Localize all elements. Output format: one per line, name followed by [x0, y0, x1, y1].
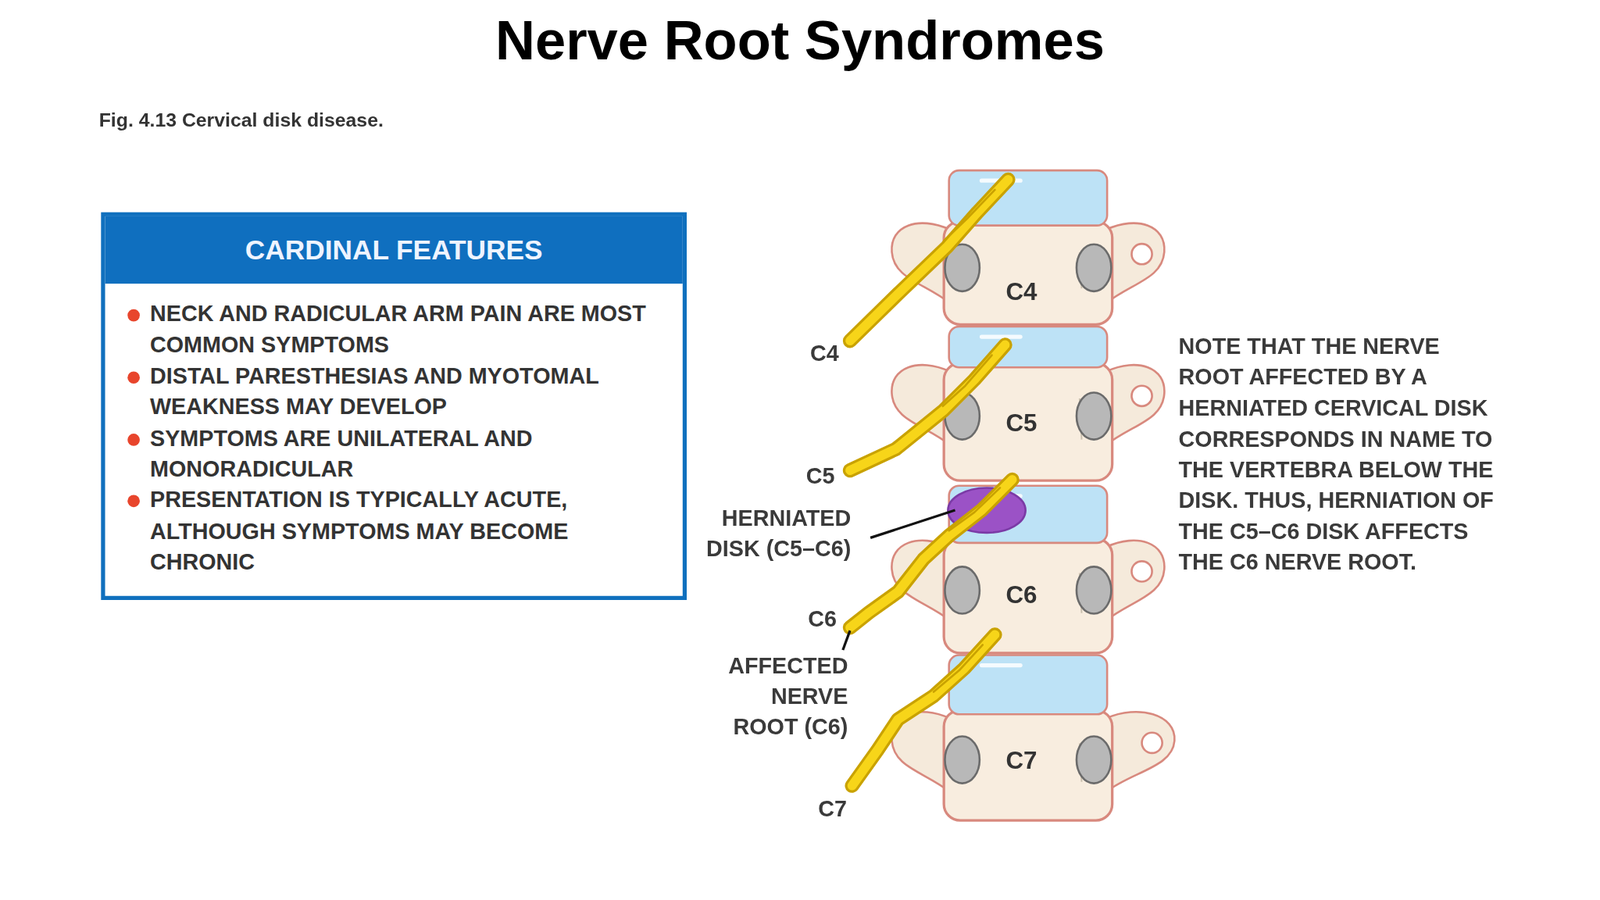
pedicle [1076, 566, 1111, 614]
callout-label: C6 [775, 603, 837, 635]
vertebra-label: C7 [887, 744, 1155, 775]
bullet-text: SYMPTOMS ARE UNILATERAL AND MONORADICULA… [150, 423, 673, 486]
bullet-dot [127, 495, 140, 508]
bullet-dot [127, 371, 140, 384]
disk-highlight [979, 178, 1023, 183]
pedicle [944, 392, 979, 440]
transverse-process [891, 711, 950, 792]
figure-caption: Fig. 4.13 Cervical disk disease. [99, 107, 384, 133]
leader-line [870, 510, 955, 538]
transverse-foramen [1142, 732, 1163, 754]
disk-highlight [979, 334, 1023, 339]
bullet-dot [127, 433, 140, 447]
note-text: NOTE THAT THE NERVE ROOT AFFECTED BY A H… [1178, 331, 1504, 579]
vertebra: C5 [887, 324, 1168, 483]
bullet-text: PRESENTATION IS TYPICALLY ACUTE, ALTHOUG… [150, 485, 673, 579]
callout-label: C7 [785, 793, 847, 825]
pedicle [944, 244, 979, 292]
callout-label: C5 [773, 460, 835, 492]
transverse-process [1106, 540, 1165, 621]
pedicle [944, 566, 979, 614]
vertebra-shape [887, 653, 1179, 823]
intervertebral-disk [949, 655, 1108, 715]
vertebra-label: C6 [887, 579, 1155, 611]
vertebra-shape [887, 324, 1168, 483]
intervertebral-disk [949, 326, 1108, 368]
bullet-item: PRESENTATION IS TYPICALLY ACUTE, ALTHOUG… [105, 485, 673, 579]
transverse-process [891, 540, 950, 621]
box-body: NECK AND RADICULAR ARM PAIN ARE MOST COM… [105, 283, 683, 579]
box-heading: CARDINAL FEATURES [105, 216, 683, 284]
disk-highlight [979, 663, 1023, 668]
transverse-foramen [1131, 385, 1152, 407]
transverse-process [1106, 711, 1175, 792]
vertebra-shape [887, 483, 1168, 655]
bullet-text: DISTAL PARESTHESIAS AND MYOTOMAL WEAKNES… [150, 360, 673, 423]
pedicle [1076, 392, 1111, 440]
pedicle [944, 735, 979, 783]
intervertebral-disk [949, 170, 1108, 226]
disk-herniation [947, 487, 1025, 533]
vertebra: C6 [887, 483, 1168, 655]
bullet-item: SYMPTOMS ARE UNILATERAL AND MONORADICULA… [105, 423, 673, 486]
callout-label: HERNIATED DISK (C5–C6) [697, 503, 851, 565]
leader-line [842, 630, 850, 650]
vertebral-body [943, 221, 1113, 325]
transverse-process [1106, 223, 1165, 304]
transverse-process [1106, 364, 1165, 445]
bullet-text: NECK AND RADICULAR ARM PAIN ARE MOST COM… [150, 299, 673, 361]
pedicle [1076, 735, 1111, 783]
bullet-dot [127, 309, 140, 322]
features-box: CARDINAL FEATURES NECK AND RADICULAR ARM … [100, 212, 687, 600]
page-title: Nerve Root Syndromes [0, 6, 1600, 74]
transverse-foramen [1131, 560, 1152, 582]
vertebra-label: C5 [887, 407, 1155, 439]
transverse-process [891, 223, 950, 304]
vertebra-label: C4 [887, 276, 1155, 308]
vertebra: C7 [887, 653, 1179, 823]
transverse-process [891, 364, 950, 445]
pedicle [1076, 244, 1111, 292]
bullet-item: DISTAL PARESTHESIAS AND MYOTOMAL WEAKNES… [105, 360, 673, 423]
callout-label: C4 [777, 339, 839, 370]
vertebra: C4 [887, 168, 1168, 327]
callout-label: AFFECTED NERVE ROOT (C6) [705, 650, 849, 743]
leader-lines [842, 510, 956, 650]
bullet-item: NECK AND RADICULAR ARM PAIN ARE MOST COM… [105, 299, 673, 361]
transverse-foramen [1131, 243, 1152, 265]
